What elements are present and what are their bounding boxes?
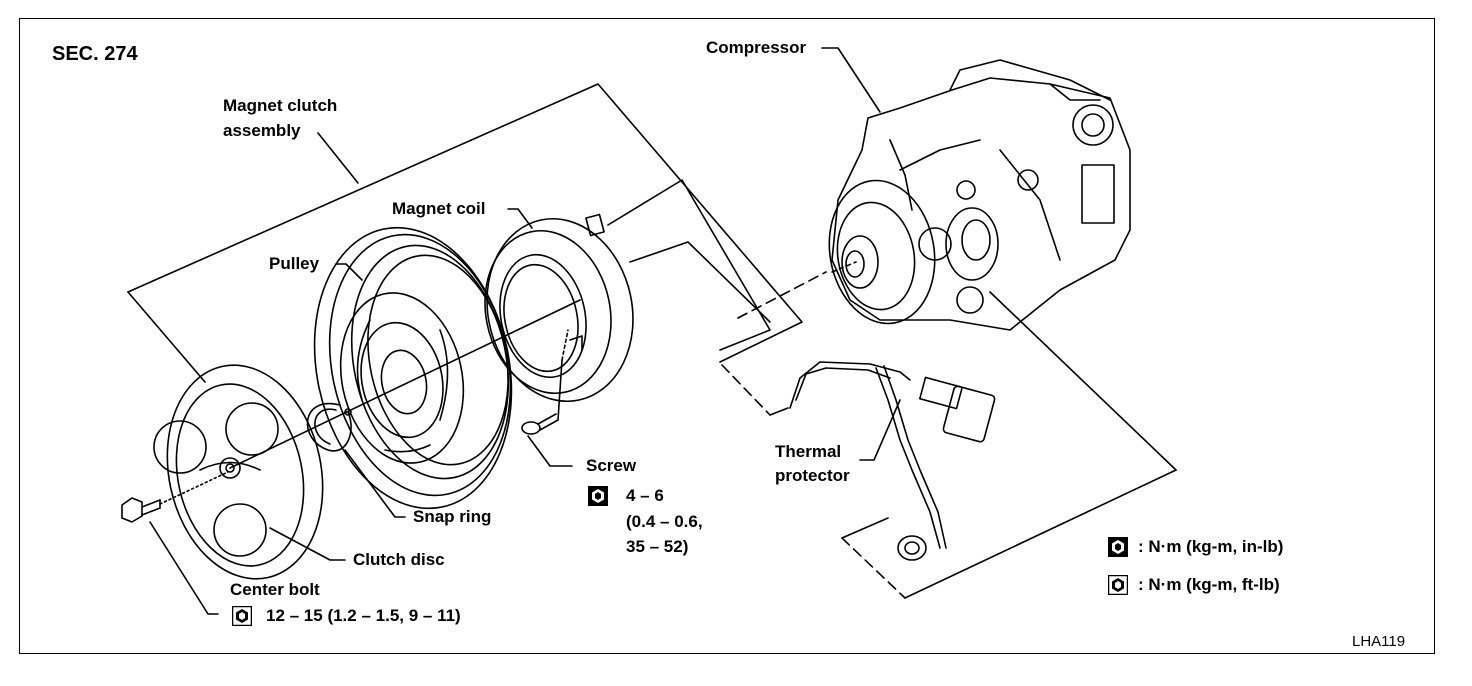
label-compressor: Compressor	[706, 38, 807, 57]
compressor-shaft-axis	[831, 261, 857, 273]
label-center-bolt: Center bolt	[230, 580, 320, 599]
assembly-axis	[229, 299, 581, 469]
pulley	[313, 226, 513, 510]
label-thermal-line1: Thermal	[775, 442, 842, 461]
torque-wrench-in-lb-icon	[588, 486, 608, 506]
legend-in-lb-icon	[1108, 537, 1128, 557]
legend-in-lb: : N·m (kg-m, in-lb)	[1138, 537, 1284, 556]
thermal-protector	[789, 361, 996, 561]
clutch-disc	[153, 364, 324, 580]
legend-ft-lb-icon	[1108, 575, 1128, 595]
label-clutch-disc: Clutch disc	[353, 550, 445, 569]
screw-torque-line3: 35 – 52)	[626, 537, 689, 556]
assembly-bracket	[127, 83, 803, 383]
magnet-coil	[484, 213, 634, 403]
label-magnet-clutch-line1: Magnet clutch	[223, 96, 338, 115]
label-pulley: Pulley	[269, 254, 320, 273]
label-screw: Screw	[586, 456, 637, 475]
label-magnet-clutch-line2: assembly	[223, 121, 301, 140]
screw	[521, 329, 569, 435]
label-thermal-line2: protector	[775, 466, 850, 485]
legend-ft-lb: : N·m (kg-m, ft-lb)	[1138, 575, 1280, 594]
screw-torque-line2: (0.4 – 0.6,	[626, 512, 703, 531]
figure-frame	[19, 18, 1435, 654]
leader-lines	[149, 47, 901, 615]
label-magnet-coil: Magnet coil	[392, 199, 486, 218]
label-snap-ring: Snap ring	[413, 507, 492, 526]
torque-wrench-ft-lb-icon	[232, 606, 252, 626]
compressor-body	[828, 59, 1131, 331]
center-bolt	[121, 471, 229, 523]
section-number: SEC. 274	[52, 43, 138, 65]
center-bolt-torque: 12 – 15 (1.2 – 1.5, 9 – 11)	[266, 606, 461, 625]
figure-code: LHA119	[1352, 633, 1406, 650]
screw-torque-line1: 4 – 6	[626, 486, 664, 505]
